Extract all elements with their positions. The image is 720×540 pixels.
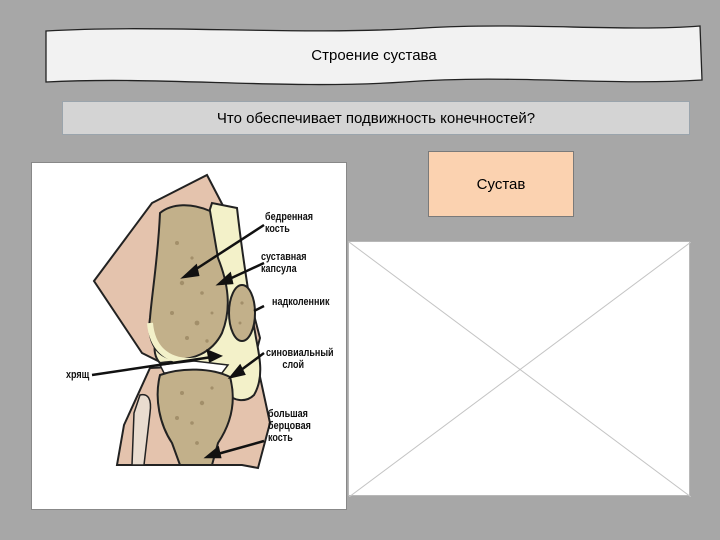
cartilage-label-text: хрящ — [66, 369, 89, 381]
femur-label-line2: кость — [265, 223, 290, 235]
tibia-label-line1: большая — [268, 408, 308, 420]
knee-joint-diagram: бедренная кость суставная капсула надкол… — [31, 162, 347, 510]
patella-bone — [229, 285, 255, 341]
answer-text: Сустав — [477, 176, 526, 193]
tibia-label: большая берцовая кость — [268, 408, 311, 444]
answer-box: Сустав — [428, 151, 574, 217]
question-box: Что обеспечивает подвижность конечностей… — [62, 101, 690, 135]
femur-label-line1: бедренная — [265, 211, 313, 223]
tibia-label-line3: кость — [268, 432, 293, 444]
tibia-label-line2: берцовая — [268, 420, 311, 432]
image-placeholder-icon — [349, 242, 691, 497]
image-placeholder — [348, 241, 690, 496]
synovial-label-line2: слой — [266, 359, 304, 371]
title-banner: Строение сустава — [44, 22, 704, 88]
synovial-label: синовиальный слой — [266, 347, 334, 371]
slide-title: Строение сустава — [44, 22, 704, 88]
cartilage-label: хрящ — [66, 369, 89, 381]
capsule-label-line2: капсула — [261, 263, 297, 275]
synovial-label-line1: синовиальный — [266, 347, 334, 359]
capsule-label-line1: суставная — [261, 251, 307, 263]
patella-label: надколенник — [272, 296, 329, 308]
patella-label-text: надколенник — [272, 296, 329, 308]
question-text: Что обеспечивает подвижность конечностей… — [217, 110, 535, 127]
femur-label: бедренная кость — [265, 211, 313, 235]
capsule-label: суставная капсула — [261, 251, 307, 275]
